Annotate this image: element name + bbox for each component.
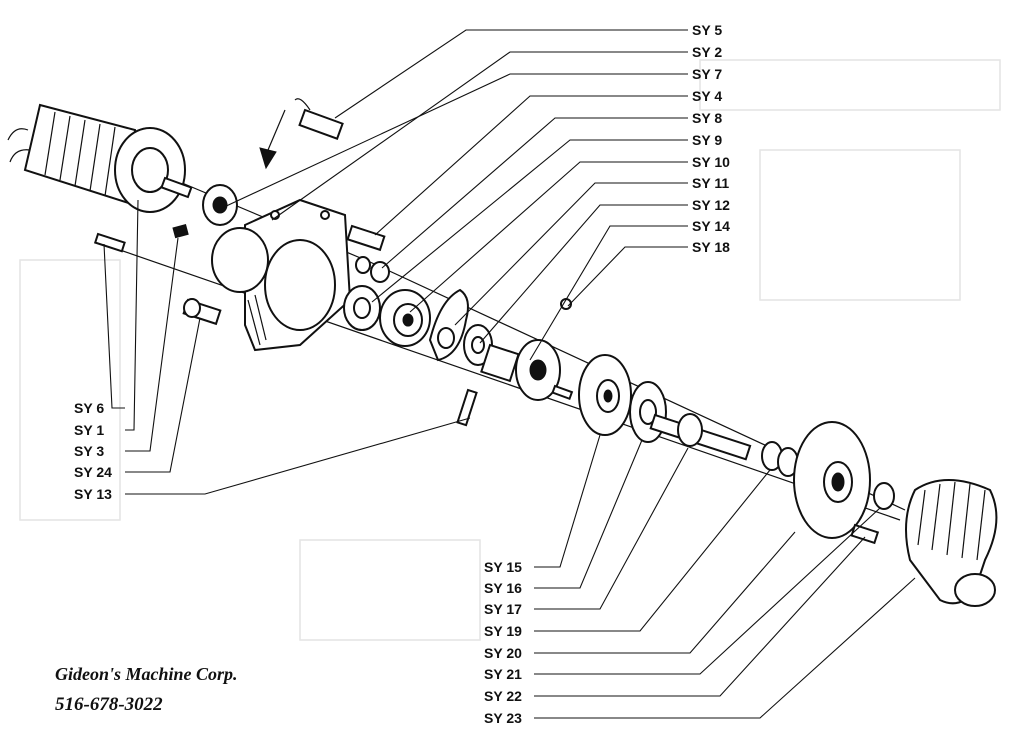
label-sy10: SY 10 <box>692 154 730 170</box>
gear-sy15 <box>578 354 632 436</box>
label-sy20: SY 20 <box>484 645 522 661</box>
pin-sy6 <box>93 232 126 253</box>
bevel-gear-sy14 <box>480 339 561 401</box>
background-ghost <box>19 59 1001 641</box>
label-sy19: SY 19 <box>484 623 522 639</box>
labels-bottom: SY 15 SY 16 SY 17 SY 19 SY 20 SY 21 SY 2… <box>484 559 522 726</box>
label-sy17: SY 17 <box>484 601 522 617</box>
company-name: Gideon's Machine Corp. <box>55 664 238 684</box>
label-sy23: SY 23 <box>484 710 522 726</box>
label-sy1: SY 1 <box>74 422 104 438</box>
nuts-sy8 <box>355 256 390 283</box>
label-sy8: SY 8 <box>692 110 722 126</box>
nut-sy21 <box>873 482 895 510</box>
label-sy14: SY 14 <box>692 218 730 234</box>
labels-right: SY 5 SY 2 SY 7 SY 4 SY 8 SY 9 SY 10 SY 1… <box>692 22 730 255</box>
washer-sy9 <box>343 285 381 331</box>
leader-lines <box>103 29 916 719</box>
label-sy3: SY 3 <box>74 443 104 459</box>
label-sy11: SY 11 <box>692 175 729 191</box>
housing-sy2 <box>211 198 352 352</box>
label-sy4: SY 4 <box>692 88 722 104</box>
label-sy24: SY 24 <box>74 464 112 480</box>
label-sy15: SY 15 <box>484 559 522 575</box>
labels-left: SY 6 SY 1 SY 3 SY 24 SY 13 <box>74 400 112 502</box>
gear-sy7 <box>202 184 238 226</box>
end-plate-sy20 <box>793 421 871 539</box>
small-pin <box>551 384 574 401</box>
label-sy7: SY 7 <box>692 66 722 82</box>
pulley-sy10 <box>379 289 431 347</box>
pin-sy13 <box>456 388 478 427</box>
label-sy6: SY 6 <box>74 400 104 416</box>
label-sy5: SY 5 <box>692 22 722 38</box>
washer-sy16 <box>629 381 667 443</box>
set-screw-sy3 <box>172 224 189 239</box>
screw-sy22 <box>850 523 880 545</box>
label-sy16: SY 16 <box>484 580 522 596</box>
connector-sy5 <box>294 98 344 140</box>
label-sy18: SY 18 <box>692 239 730 255</box>
motor-sy1 <box>7 103 193 213</box>
label-sy9: SY 9 <box>692 132 722 148</box>
label-sy21: SY 21 <box>484 666 522 682</box>
company-phone: 516-678-3022 <box>55 694 163 715</box>
label-sy12: SY 12 <box>692 197 730 213</box>
label-sy22: SY 22 <box>484 688 522 704</box>
arrow-indicator <box>259 109 286 170</box>
cam-sy11 <box>428 288 469 362</box>
screw-sy24 <box>182 298 222 326</box>
label-sy13: SY 13 <box>74 486 112 502</box>
label-sy2: SY 2 <box>692 44 722 60</box>
screw-sy4 <box>346 224 386 252</box>
bearings-sy19 <box>761 441 799 477</box>
washer-sy12 <box>463 324 493 366</box>
company-signature: Gideon's Machine Corp. 516-678-3022 <box>55 664 238 715</box>
shaft-sy17 <box>649 413 752 461</box>
knob-sy23 <box>905 479 998 607</box>
